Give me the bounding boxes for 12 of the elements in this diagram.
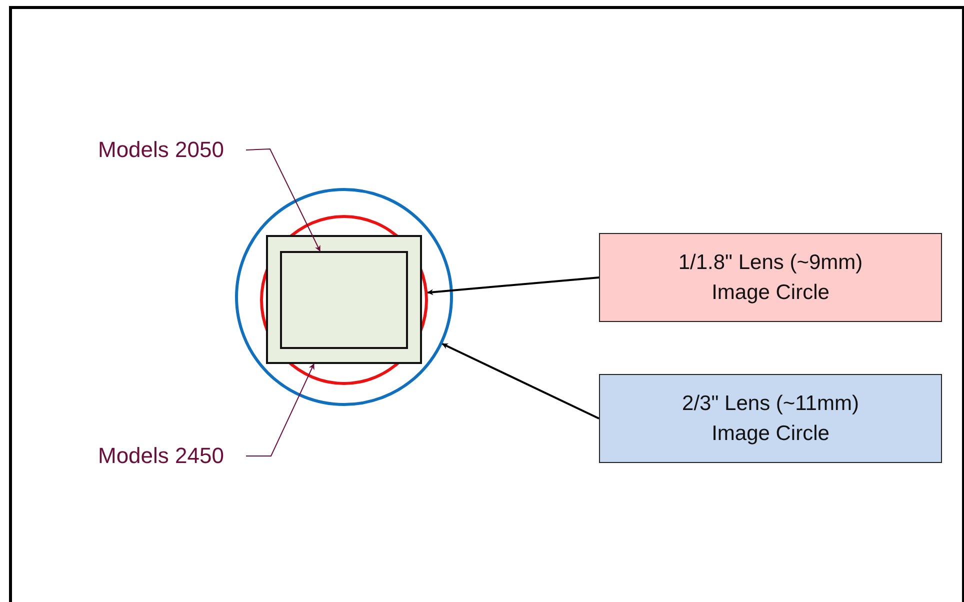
model-label: Models 2050 [98,136,246,164]
sensor-rectangle [280,251,408,349]
leader-line [246,363,314,456]
lens-callout: 2/3" Lens (~11mm) Image Circle [599,374,942,463]
image-circle [235,188,453,406]
image-circle [260,215,428,385]
arrow [427,276,600,296]
lens-callout: 1/1.8" Lens (~9mm) Image Circle [599,233,942,322]
leader-line [246,148,320,252]
model-label: Models 2450 [98,442,246,470]
sensor-rectangle [266,235,422,364]
arrow [442,343,600,420]
